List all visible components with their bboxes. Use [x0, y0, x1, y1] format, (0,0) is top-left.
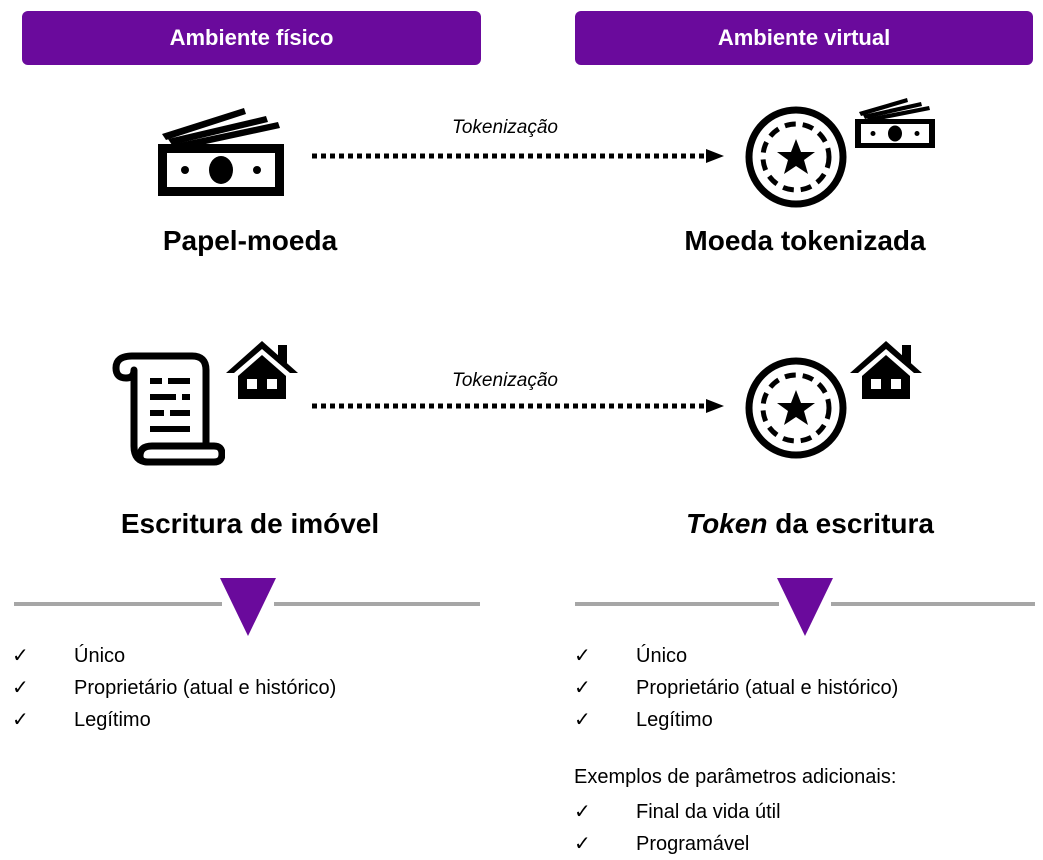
check-icon: ✓ [574, 645, 591, 667]
header-physical-label: Ambiente físico [169, 25, 334, 50]
additional-parameters-list: ✓Final da vida útil ✓Programável [574, 796, 1014, 860]
token-coin-icon [745, 357, 847, 459]
list-item: ✓Programável [574, 828, 1014, 860]
check-icon: ✓ [574, 801, 591, 823]
check-icon: ✓ [12, 677, 29, 699]
divider-right [575, 578, 1035, 636]
divider-left [14, 578, 480, 636]
banknote-small-icon [855, 98, 935, 148]
virtual-properties-list: ✓Único ✓Proprietário (atual e histórico)… [574, 640, 1014, 736]
list-item: ✓Proprietário (atual e histórico) [12, 672, 442, 704]
caption-paper-money: Papel-moeda [162, 225, 338, 256]
check-icon: ✓ [12, 645, 29, 667]
physical-properties-list: ✓Único ✓Proprietário (atual e histórico)… [12, 640, 442, 736]
list-item: ✓Único [574, 640, 1014, 672]
tokenization-arrow-money [312, 149, 724, 163]
tokenization-label-money: Tokenização [452, 117, 558, 138]
list-item: ✓Legítimo [12, 704, 442, 736]
list-item: ✓Proprietário (atual e histórico) [574, 672, 1014, 704]
list-item: ✓Legítimo [574, 704, 1014, 736]
token-coin-icon [745, 106, 847, 208]
tokenization-arrow-deed [312, 399, 724, 413]
list-item: ✓Final da vida útil [574, 796, 1014, 828]
banknote-icon [158, 108, 284, 196]
deed-scroll-icon [112, 352, 225, 466]
header-virtual-environment: Ambiente virtual [575, 11, 1033, 65]
caption-deed-token-rest: da escritura [767, 508, 934, 539]
list-item: ✓Único [12, 640, 442, 672]
header-virtual-label: Ambiente virtual [717, 25, 891, 50]
header-physical-environment: Ambiente físico [22, 11, 481, 65]
house-icon [850, 341, 922, 399]
check-icon: ✓ [574, 677, 591, 699]
caption-deed-token: Token da escritura [620, 508, 1000, 540]
house-icon [226, 341, 298, 399]
caption-deed-token-italic: Token [686, 508, 768, 539]
check-icon: ✓ [574, 709, 591, 731]
check-icon: ✓ [574, 833, 591, 855]
additional-parameters-title: Exemplos de parâmetros adicionais: [574, 766, 897, 788]
caption-tokenized-money: Moeda tokenizada [684, 225, 926, 256]
tokenization-label-deed: Tokenização [452, 370, 558, 391]
caption-property-deed: Escritura de imóvel [120, 508, 380, 539]
check-icon: ✓ [12, 709, 29, 731]
